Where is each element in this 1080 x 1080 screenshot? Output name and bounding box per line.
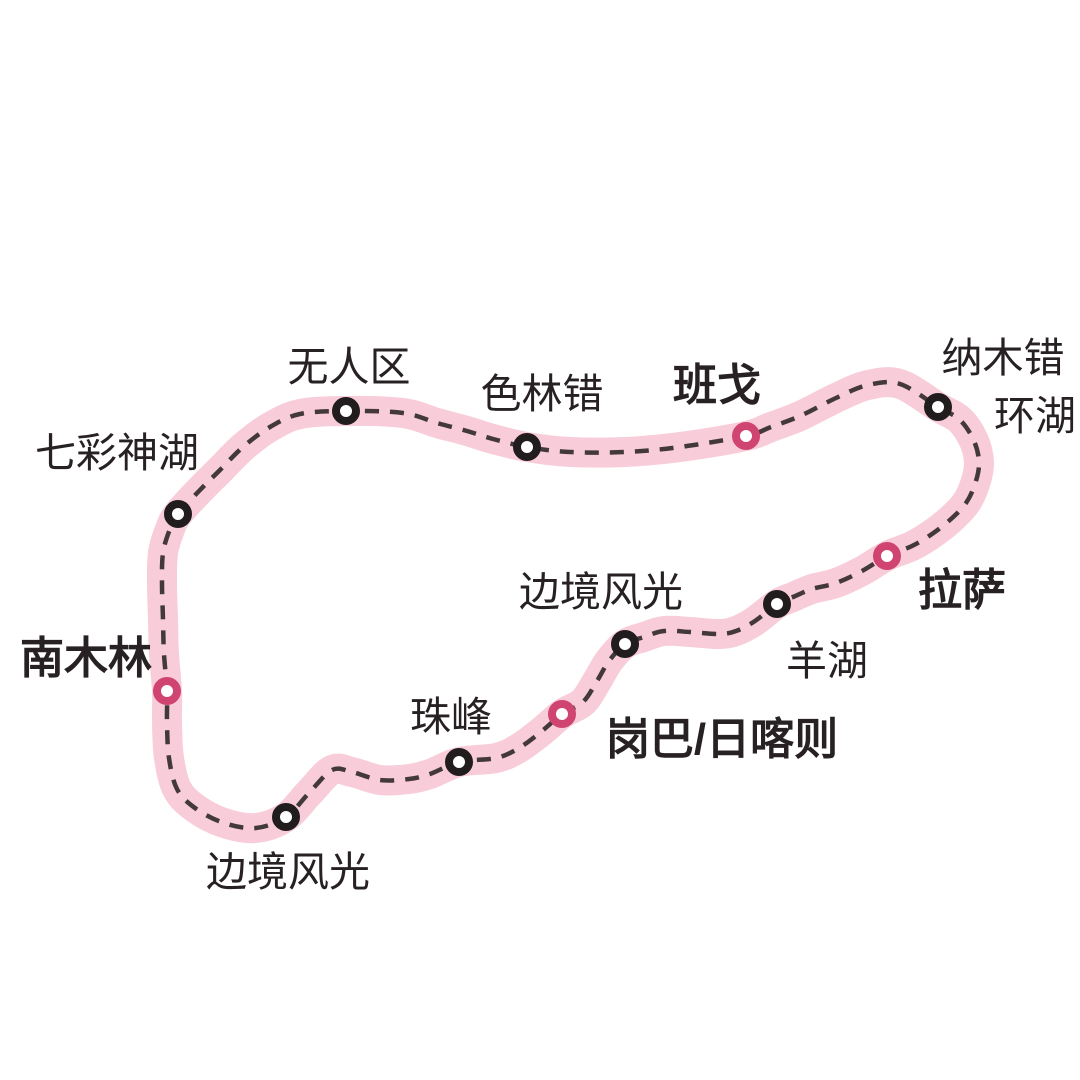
station-marker-namucuo-huanhu [924, 393, 952, 421]
station-marker-wurenqu [332, 397, 360, 425]
station-marker-bianjing-fengguang-nan [272, 803, 300, 831]
station-nanmulin: 南木林 [20, 634, 181, 705]
station-label-namucuo-huanhu: 纳木错 [942, 335, 1065, 381]
station-label-bange: 班戈 [673, 361, 761, 410]
station-zhufeng: 珠峰 [410, 694, 492, 776]
station-wurenqu: 无人区 [288, 344, 411, 425]
station-marker-nanmulin [153, 677, 181, 705]
station-bianjing-fengguang-dong: 边境风光 [519, 569, 683, 658]
station-yanghu: 羊湖 [763, 590, 868, 684]
station-bange: 班戈 [673, 361, 761, 450]
station-marker-yanghu [763, 590, 791, 618]
station-marker-bange [732, 422, 760, 450]
station-marker-gangba-rikaze [548, 700, 576, 728]
station-bianjing-fengguang-nan: 边境风光 [206, 803, 370, 895]
station-marker-lasa [873, 542, 901, 570]
station-label-yanghu: 羊湖 [786, 638, 868, 684]
station-label-selincuo: 色林错 [481, 371, 604, 417]
station-label-zhufeng: 珠峰 [410, 694, 492, 740]
station-marker-bianjing-fengguang-dong [611, 630, 639, 658]
station-marker-selincuo [513, 433, 541, 461]
station-lasa: 拉萨 [873, 542, 1006, 615]
station-selincuo: 色林错 [481, 371, 604, 461]
station-label-nanmulin: 南木林 [20, 634, 152, 683]
station-marker-zhufeng [445, 748, 473, 776]
station-label-namucuo-huanhu: 环湖 [994, 393, 1076, 439]
station-label-bianjing-fengguang-dong: 边境风光 [519, 569, 683, 615]
station-marker-qicai-shenhu [164, 500, 192, 528]
station-label-qicai-shenhu: 七彩神湖 [35, 430, 199, 476]
station-label-bianjing-fengguang-nan: 边境风光 [206, 849, 370, 895]
station-gangba-rikaze: 岗巴/日喀则 [548, 700, 838, 764]
station-label-lasa: 拉萨 [918, 566, 1006, 615]
station-label-wurenqu: 无人区 [288, 344, 411, 390]
station-qicai-shenhu: 七彩神湖 [35, 430, 199, 528]
station-label-gangba-rikaze: 岗巴/日喀则 [606, 715, 838, 764]
